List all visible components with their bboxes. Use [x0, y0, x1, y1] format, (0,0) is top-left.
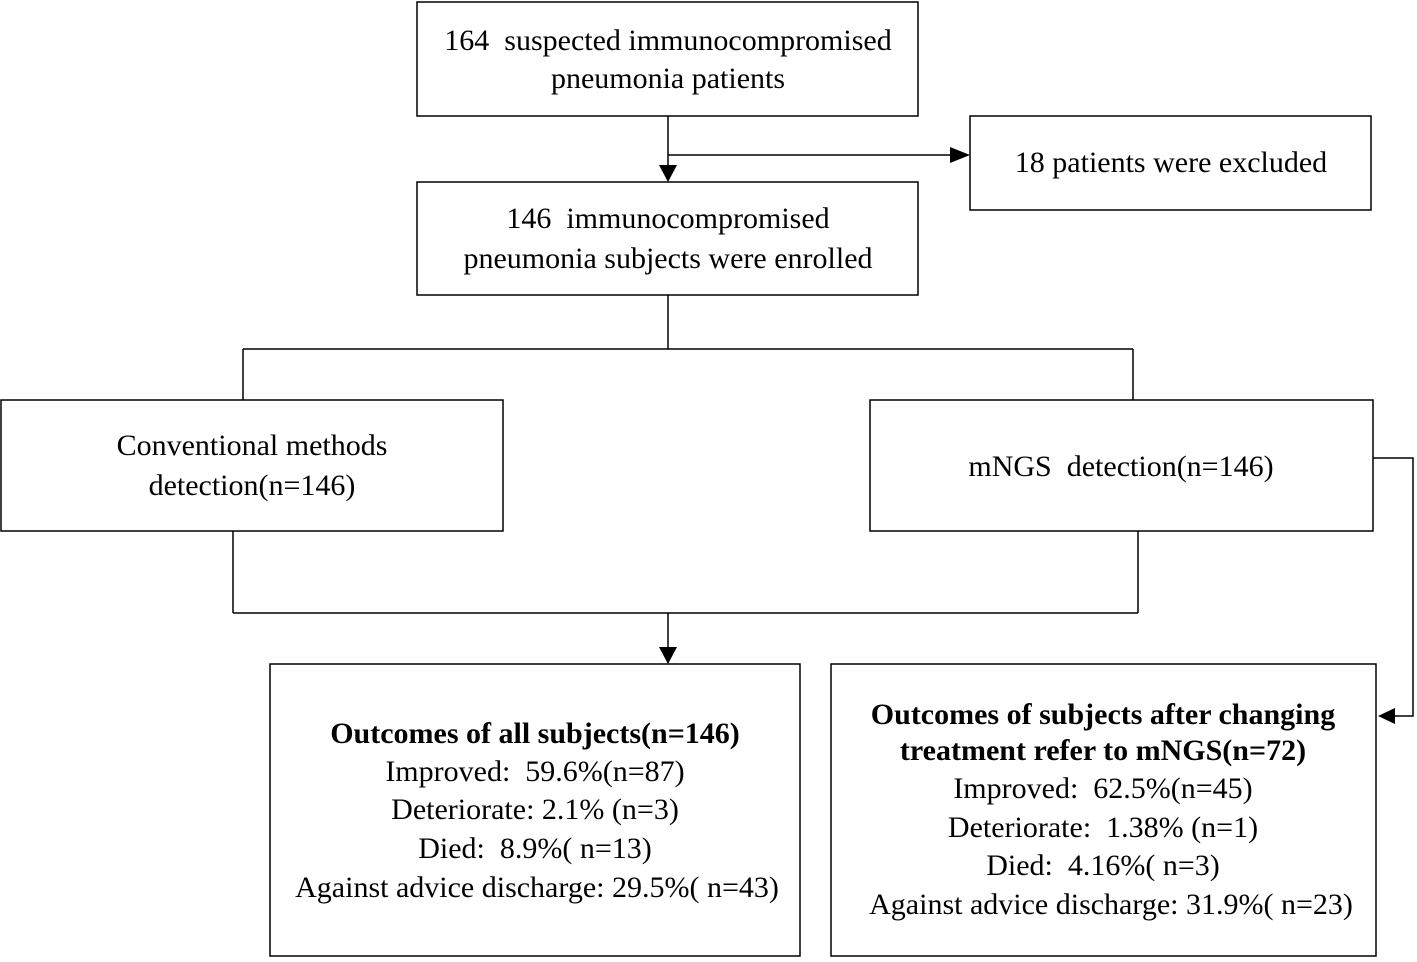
connectors — [232, 116, 1414, 717]
excluded-patients-text: 18 patients were excluded — [1015, 146, 1327, 179]
arrow-down-icon — [659, 647, 677, 664]
outcomes-mngs-title-line-2: treatment refer to mNGS(n=72) — [900, 734, 1306, 767]
mngs-detection-text: mNGS detection(n=146) — [968, 450, 1273, 483]
outcomes-all-item: Improved: 59.6%(n=87) — [385, 755, 684, 788]
excluded-patients-box — [969, 115, 1372, 211]
outcomes-all-item: Died: 8.9%( n=13) — [418, 832, 652, 865]
arrow-down-icon — [659, 165, 677, 182]
mngs-detection-box — [869, 399, 1374, 532]
outcomes-mngs-title-line-1: Outcomes of subjects after changing — [871, 698, 1335, 731]
outcomes-mngs-item: Died: 4.16%( n=3) — [986, 849, 1220, 882]
outcomes-mngs-box — [830, 663, 1377, 957]
outcomes-all-item: Against advice discharge: 29.5%( n=43) — [295, 871, 779, 904]
outcomes-mngs-item: Against advice discharge: 31.9%( n=23) — [869, 888, 1353, 921]
outcomes-all-box — [269, 663, 801, 957]
conventional-detection-line-1: Conventional methods — [117, 429, 388, 462]
enrolled-subjects-line-2: pneumonia subjects were enrolled — [463, 242, 872, 275]
outcomes-mngs-item: Deteriorate: 1.38% (n=1) — [948, 811, 1258, 844]
arrowheads — [659, 147, 1395, 724]
conventional-detection-line-2: detection(n=146) — [149, 469, 356, 502]
arrow-right-icon — [950, 147, 970, 163]
suspected-patients-line-2: pneumonia patients — [551, 62, 785, 95]
suspected-patients-line-1: 164 suspected immunocompromised — [444, 24, 891, 57]
suspected-patients-box — [416, 1, 919, 117]
outcomes-all-title: Outcomes of all subjects(n=146) — [330, 717, 740, 750]
arrow-left-icon — [1378, 708, 1395, 724]
enrolled-subjects-box — [416, 181, 919, 296]
outcomes-mngs-item: Improved: 62.5%(n=45) — [953, 772, 1252, 805]
enrolled-subjects-line-1: 146 immunocompromised — [506, 202, 829, 235]
outcomes-all-item: Deteriorate: 2.1% (n=3) — [391, 793, 679, 826]
conventional-detection-box — [0, 399, 504, 532]
connector-mngs-to-changed-outcomes — [1373, 457, 1414, 717]
